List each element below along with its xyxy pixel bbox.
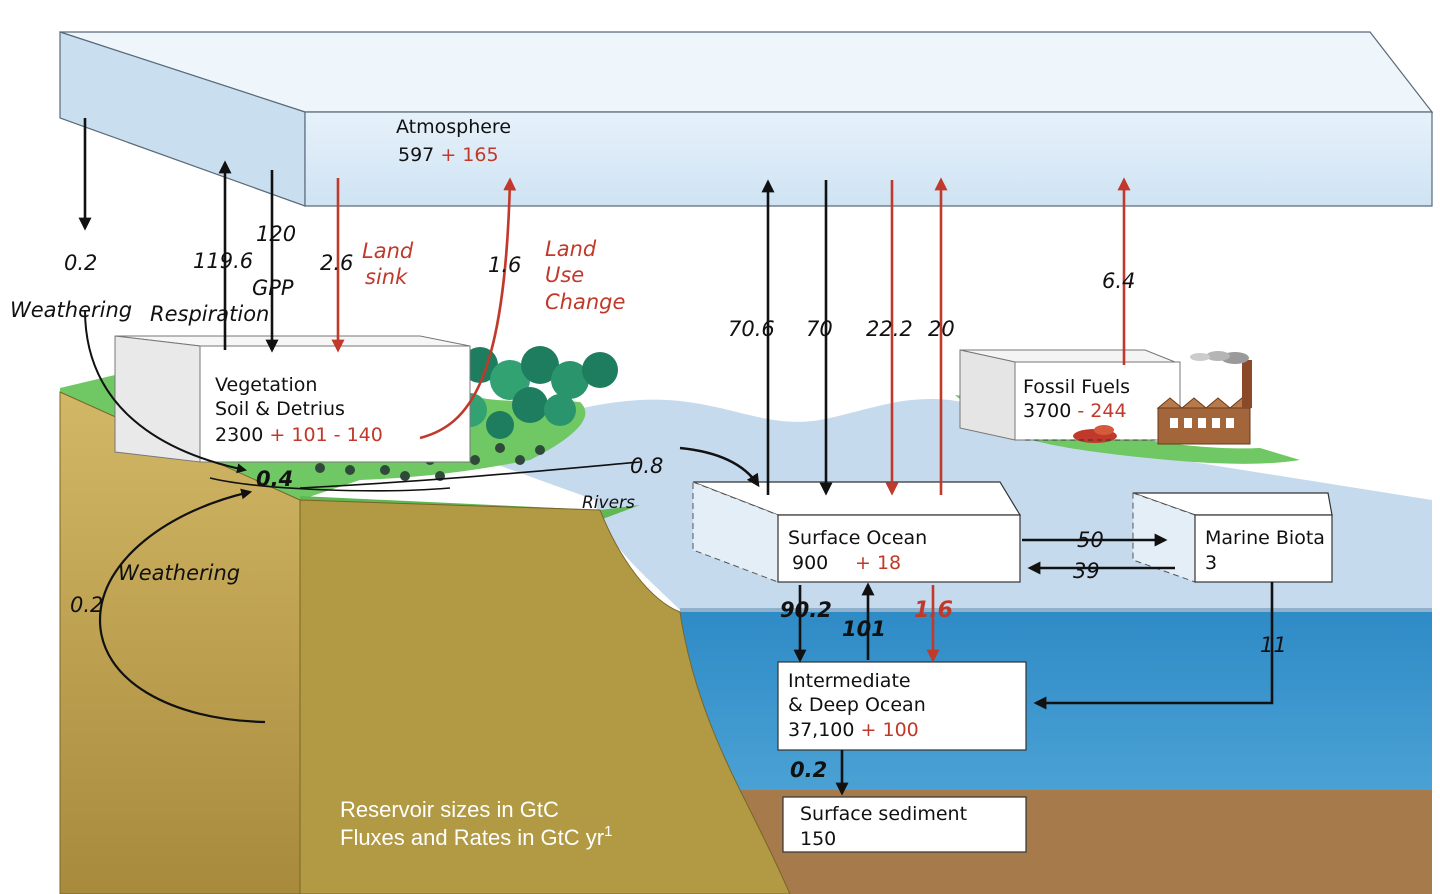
thermocline-line [680, 608, 1432, 612]
fossil-value: 3700 - 244 [1023, 400, 1127, 422]
flux-ocean-anth-out: 20 [928, 317, 955, 341]
label-land-sink-2: sink [365, 265, 408, 289]
flux-ocean-in: 70 [806, 317, 833, 341]
anthropogenic-arrows [331, 177, 1131, 663]
marine-biota-value: 3 [1205, 552, 1217, 574]
vegetation-box [114, 335, 471, 463]
marine-biota-name: Marine Biota [1205, 527, 1325, 549]
flux-land-sink: 2.6 [320, 251, 353, 275]
note-flux-units: Fluxes and Rates in GtC yr1 [340, 823, 612, 850]
flux-weathering-atm: 0.2 [64, 251, 97, 275]
land-use-arrow [419, 177, 517, 440]
flux-ocean-out: 70.6 [728, 317, 775, 341]
flux-biota-sink: 11 [1260, 633, 1287, 657]
weathering-soil-arrow [84, 309, 247, 474]
label-rivers: Rivers [582, 493, 635, 513]
deep-ocean-name-2: & Deep Ocean [788, 694, 926, 716]
atmosphere-slab [59, 31, 1434, 207]
flux-sedimentation: 0.2 [790, 758, 827, 782]
deep-ocean-name: Intermediate [788, 670, 911, 692]
deep-ocean-box [777, 661, 1027, 751]
flux-downwelling: 90.2 [780, 598, 832, 622]
atmosphere-name: Atmosphere [396, 116, 511, 138]
surface-ocean-name: Surface Ocean [788, 527, 927, 549]
note-reservoir-units: Reservoir sizes in GtC [340, 797, 559, 822]
sediment-box [782, 796, 1027, 853]
deep-ocean-value: 37,100 + 100 [788, 719, 919, 741]
biota-sink-arrow [1033, 582, 1274, 710]
flux-gpp: 120 [256, 222, 296, 246]
rivers-line-1 [209, 477, 451, 492]
rivers-line-2 [299, 461, 641, 489]
flux-land-use: 1.6 [488, 253, 521, 277]
flux-upwelling: 101 [842, 617, 886, 641]
label-land-sink-1: Land [362, 239, 414, 263]
sediment-name: Surface sediment [800, 803, 967, 825]
rock-weathering-arrow [98, 488, 266, 724]
flux-respiration: 119.6 [193, 249, 253, 273]
label-weathering-rock: Weathering [118, 561, 240, 585]
label-gpp: GPP [252, 276, 294, 300]
flux-from-biota: 39 [1073, 559, 1100, 583]
vegetation-name-2: Soil & Detrius [215, 398, 345, 420]
surface-ocean-base: 900 [792, 552, 828, 574]
flux-ocean-anth-in: 22.2 [866, 317, 913, 341]
atmosphere-value: 597 + 165 [398, 144, 499, 166]
label-land-use-2: Use [545, 263, 584, 287]
flux-weathering-rock: 0.2 [70, 593, 103, 617]
surface-ocean-box [692, 481, 1022, 583]
factory-icon [1156, 351, 1252, 445]
label-weathering: Weathering [10, 298, 132, 322]
flux-anth-down: 1.6 [914, 598, 953, 623]
label-land-use-1: Land [545, 237, 597, 261]
flux-to-biota: 50 [1077, 528, 1104, 552]
flux-rivers-ocean: 0.8 [630, 454, 663, 478]
fossil-name: Fossil Fuels [1023, 376, 1130, 398]
vegetation-name: Vegetation [215, 374, 317, 396]
flux-soil-rivers: 0.4 [256, 467, 293, 491]
surface-ocean-delta: + 18 [855, 552, 901, 574]
sediment-value: 150 [800, 828, 836, 850]
rivers-to-ocean-arrow [679, 446, 760, 488]
natural-arrows [78, 118, 1274, 796]
label-respiration: Respiration [150, 302, 269, 326]
flux-fossil: 6.4 [1102, 269, 1135, 293]
vegetation-value: 2300 + 101 - 140 [215, 424, 383, 446]
label-land-use-3: Change [545, 290, 625, 314]
